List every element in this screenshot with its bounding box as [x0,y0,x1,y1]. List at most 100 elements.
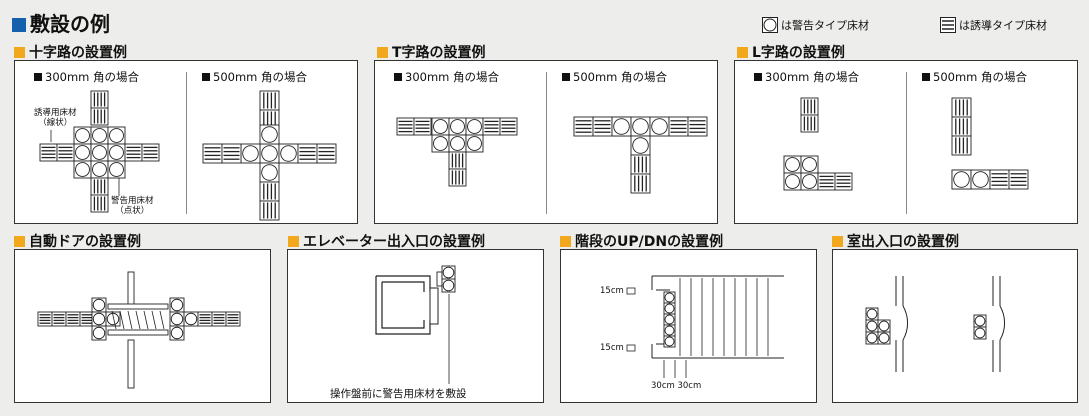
guide-tile [51,311,67,327]
guide-tile-legend-icon [940,17,956,33]
guide-tile [259,200,280,221]
warning-dot [664,303,675,314]
guide-tile [39,143,58,162]
guide-tile [56,143,75,162]
warning-dot [450,136,465,151]
tee-divider [546,72,547,214]
door-frame [107,329,169,336]
ell-heading: L字路の設置例 [737,42,845,62]
warning-dot [92,326,106,340]
warning-dot [433,119,448,134]
door-hatch [119,310,125,330]
dim-marker [626,287,636,295]
warning-dot [75,145,90,160]
warning-dot [866,320,878,332]
guide-tile [800,114,819,133]
guide-tile [90,177,109,196]
warning-tile-legend-icon [762,17,778,33]
guide-tile [221,143,242,164]
door-hatch [143,310,149,330]
guide-tile [630,173,651,194]
tee-sub-300: 300mm 角の場合 [394,69,499,85]
heading-square-icon [560,236,571,247]
guide-tile [197,311,213,327]
warning-dot [261,164,278,181]
heading-square-icon [737,47,748,58]
guide-tile [65,311,81,327]
guide-tile [834,172,853,191]
guide-tile [499,117,518,136]
stairs-heading: 階段のUP/DNの設置例 [560,231,723,251]
guide-tile [951,116,972,137]
warning-dot [184,312,198,326]
elevator-wall-outer [375,275,431,335]
warning-dot [866,308,878,320]
cross-sub-500: 500mm 角の場合 [202,69,307,85]
guide-tile [202,143,223,164]
warning-dot [878,320,890,332]
tee-heading: T字路の設置例 [377,42,486,62]
cross-note-guide-leader [50,130,52,142]
stairs-label-width: 30cm 30cm [651,381,702,391]
heading-square-icon [14,236,25,247]
elevator-door [429,287,439,325]
warning-dot [261,145,278,162]
warning-dot [109,128,124,143]
ell-sub-300: 300mm 角の場合 [754,69,859,85]
guide-tile [37,311,53,327]
warning-dot [972,171,989,188]
warning-dot [651,118,668,135]
guide-tile [297,143,318,164]
room-wall-left [895,276,904,372]
warning-dot [92,312,106,326]
warning-dot [92,162,107,177]
guide-tile [630,154,651,175]
warning-dot [878,332,890,344]
warning-dot [433,136,448,151]
ell-divider [906,72,907,214]
warning-dot [664,292,675,303]
door-frame [107,303,169,310]
stairs-panel [560,249,817,403]
cross-note-guide: 誘導用床材 （線状） [34,108,77,128]
heading-square-icon [14,47,25,58]
warning-dot [109,145,124,160]
guide-tile [259,181,280,202]
room-wall-right [992,276,1001,372]
guide-tile [668,116,689,137]
guide-tile [124,143,143,162]
warning-dot [442,279,455,292]
door-hatch [111,310,117,330]
warning-dot [632,118,649,135]
room-door-arc-right [999,305,1006,341]
guide-tile [90,107,109,126]
heading-square-icon [377,47,388,58]
guide-tile [448,168,467,187]
guide-tile [211,311,227,327]
warning-dot [106,312,120,326]
elevator-panel [287,249,544,403]
warning-dot [261,126,278,143]
guide-tile [687,116,708,137]
warning-dot [613,118,630,135]
guide-tile [800,97,819,116]
guide-tile [225,311,241,327]
warning-dot [632,137,649,154]
cross-heading: 十字路の設置例 [14,42,127,62]
warning-dot [802,157,817,172]
warning-dot [974,327,986,339]
elevator-caption: 操作盤前に警告用床材を敷設 [330,388,467,400]
warning-dot [866,332,878,344]
tee-sub-500: 500mm 角の場合 [562,69,667,85]
door-hatch [127,310,133,330]
room-door-arc-left [902,305,909,341]
warning-dot [170,326,184,340]
warning-dot [664,314,675,325]
ell-sub-500: 500mm 角の場合 [922,69,1027,85]
room-heading: 室出入口の設置例 [832,231,959,251]
title-square-icon [12,18,26,32]
cross-divider [186,72,187,214]
warning-dot [974,315,986,327]
warning-dot [802,174,817,189]
warning-dot [953,171,970,188]
